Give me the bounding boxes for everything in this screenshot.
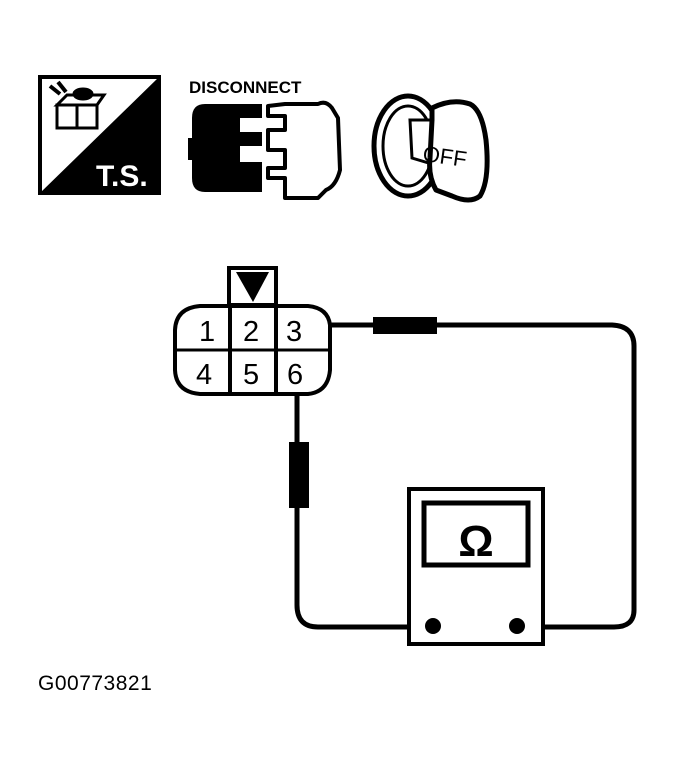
ohmmeter: Ω [407, 487, 545, 646]
pin-2: 2 [243, 316, 259, 348]
probe-terminal-3 [373, 317, 437, 334]
ohm-symbol-icon: Ω [458, 517, 493, 566]
pin-4: 4 [196, 359, 212, 391]
pin-1: 1 [199, 316, 215, 348]
terminal-marker-icon [236, 272, 269, 302]
pin-3: 3 [286, 316, 302, 348]
ts-icon: T.S. [38, 75, 161, 195]
off-label: OFF [421, 141, 468, 172]
meter-terminal-right [509, 618, 525, 634]
test-leads [294, 322, 637, 630]
lead-terminal-6 [294, 393, 435, 630]
figure-id: G00773821 [38, 672, 153, 695]
ignition-key-off-icon: OFF [371, 93, 490, 203]
probe-terminal-6 [289, 442, 309, 508]
disconnect-icon: DISCONNECT [188, 78, 342, 200]
pin-5: 5 [243, 359, 259, 391]
connector-face: 1 2 3 4 5 6 [173, 266, 332, 396]
toolbox-icon [48, 80, 107, 130]
meter-terminal-left [425, 618, 441, 634]
lead-terminal-3 [319, 322, 637, 630]
disconnect-label: DISCONNECT [189, 78, 302, 97]
pin-6: 6 [287, 359, 303, 391]
ts-label: T.S. [96, 160, 148, 193]
